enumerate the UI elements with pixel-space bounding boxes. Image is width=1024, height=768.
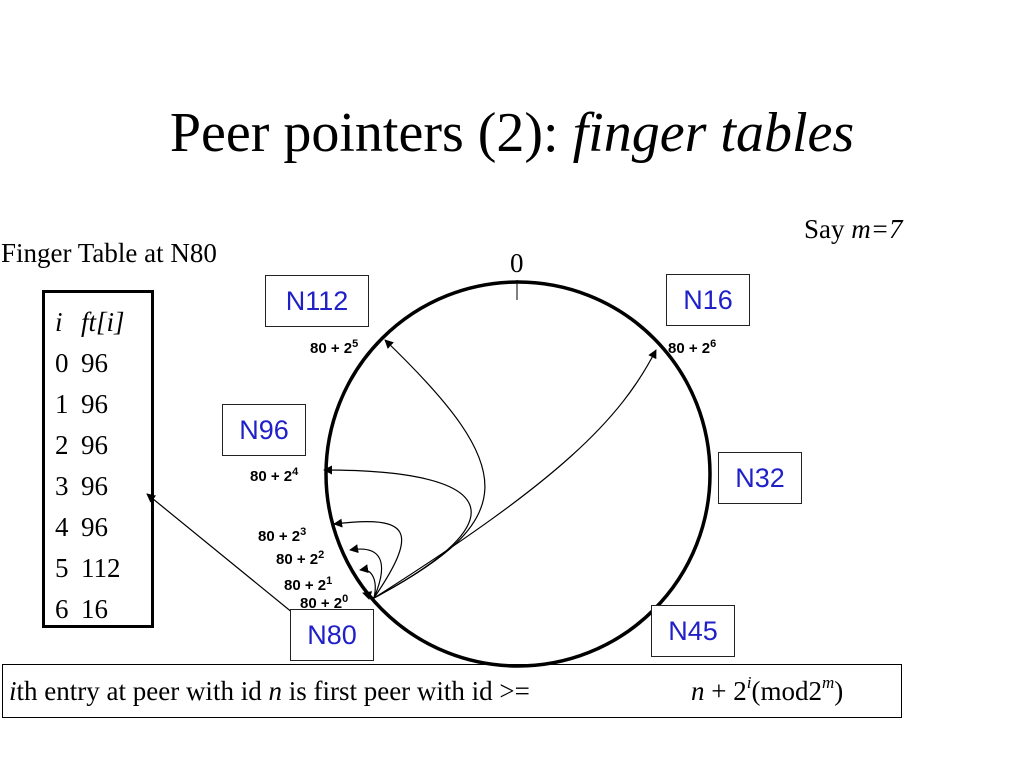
row-index: 5 (55, 553, 69, 583)
finger-rule-formula: ith entry at peer with id n is first pee… (2, 664, 902, 718)
formula-math: n + 2i(mod2m) (691, 665, 843, 717)
finger-table-row: 3 96 (55, 466, 151, 507)
finger-table: i ft[i] 0 96 1 96 2 96 3 96 4 96 5 112 6 16 (42, 290, 154, 628)
math-n: n (691, 676, 705, 706)
finger-table-row: 0 96 (55, 343, 151, 384)
row-index: 0 (55, 348, 69, 378)
assumption-value: m=7 (851, 214, 903, 244)
node-n112: N112 (265, 275, 369, 327)
row-value: 96 (81, 471, 108, 501)
math-exp-i: i (746, 673, 752, 692)
finger-label-2: 80 + 22 (276, 549, 324, 568)
finger-table-row: 6 16 (55, 589, 151, 630)
row-value: 16 (81, 594, 108, 624)
node-n45: N45 (651, 605, 735, 657)
math-exp-m: m (821, 673, 835, 692)
finger-label-4: 80 + 24 (250, 466, 299, 485)
slide-title: Peer pointers (2): finger tables (0, 98, 1024, 168)
row-value: 96 (81, 389, 108, 419)
zero-label: 0 (510, 248, 524, 278)
finger-arrow-6 (373, 349, 657, 599)
row-index: 1 (55, 389, 69, 419)
row-index: 6 (55, 594, 69, 624)
row-index: 2 (55, 430, 69, 460)
row-value: 96 (81, 430, 108, 460)
finger-arrow-3 (333, 518, 403, 599)
row-index: 4 (55, 512, 69, 542)
formula-part2: is first peer with id >= (281, 676, 530, 706)
finger-arrow-5 (373, 339, 486, 599)
math-plus-two: + 2 (704, 676, 747, 706)
finger-label-1: 80 + 21 (284, 575, 332, 594)
node-n80: N80 (290, 609, 374, 661)
node-n32: N32 (718, 452, 802, 504)
finger-table-row: 4 96 (55, 507, 151, 548)
row-index: 3 (55, 471, 69, 501)
finger-label-5: 80 + 25 (310, 338, 358, 357)
column-header-i: i (55, 307, 63, 337)
formula-n: n (268, 676, 282, 706)
math-close: ) (834, 676, 844, 706)
finger-label-3: 80 + 23 (258, 526, 306, 545)
finger-table-row: 2 96 (55, 425, 151, 466)
row-value: 112 (81, 553, 121, 583)
formula-i: i (9, 676, 17, 706)
formula-part1: th entry at peer with id (16, 676, 269, 706)
finger-arrow-2 (349, 544, 383, 599)
title-italic: finger tables (572, 102, 855, 164)
math-mod: (mod2 (751, 676, 822, 706)
finger-arrow-0 (362, 591, 375, 600)
assumption-text: Say m=7 (804, 214, 902, 245)
finger-label-6: 80 + 26 (668, 338, 716, 357)
node-n16: N16 (666, 274, 750, 326)
row-value: 96 (81, 512, 108, 542)
row-value: 96 (81, 348, 108, 378)
finger-table-row: 1 96 (55, 384, 151, 425)
finger-arrow-4 (323, 465, 472, 599)
finger-table-row: 5 112 (55, 548, 151, 589)
column-header-ft: ft[i] (81, 307, 125, 337)
assumption-prefix: Say (804, 214, 852, 244)
table-pointer-arrow (146, 493, 305, 623)
finger-label-0: 80 + 20 (300, 593, 348, 612)
finger-table-header-row: i ft[i] (55, 302, 151, 343)
finger-table-heading: Finger Table at N80 (1, 238, 217, 268)
title-main: Peer pointers (2): (169, 102, 573, 164)
finger-arrow-1 (359, 564, 376, 599)
node-n96: N96 (222, 404, 306, 456)
